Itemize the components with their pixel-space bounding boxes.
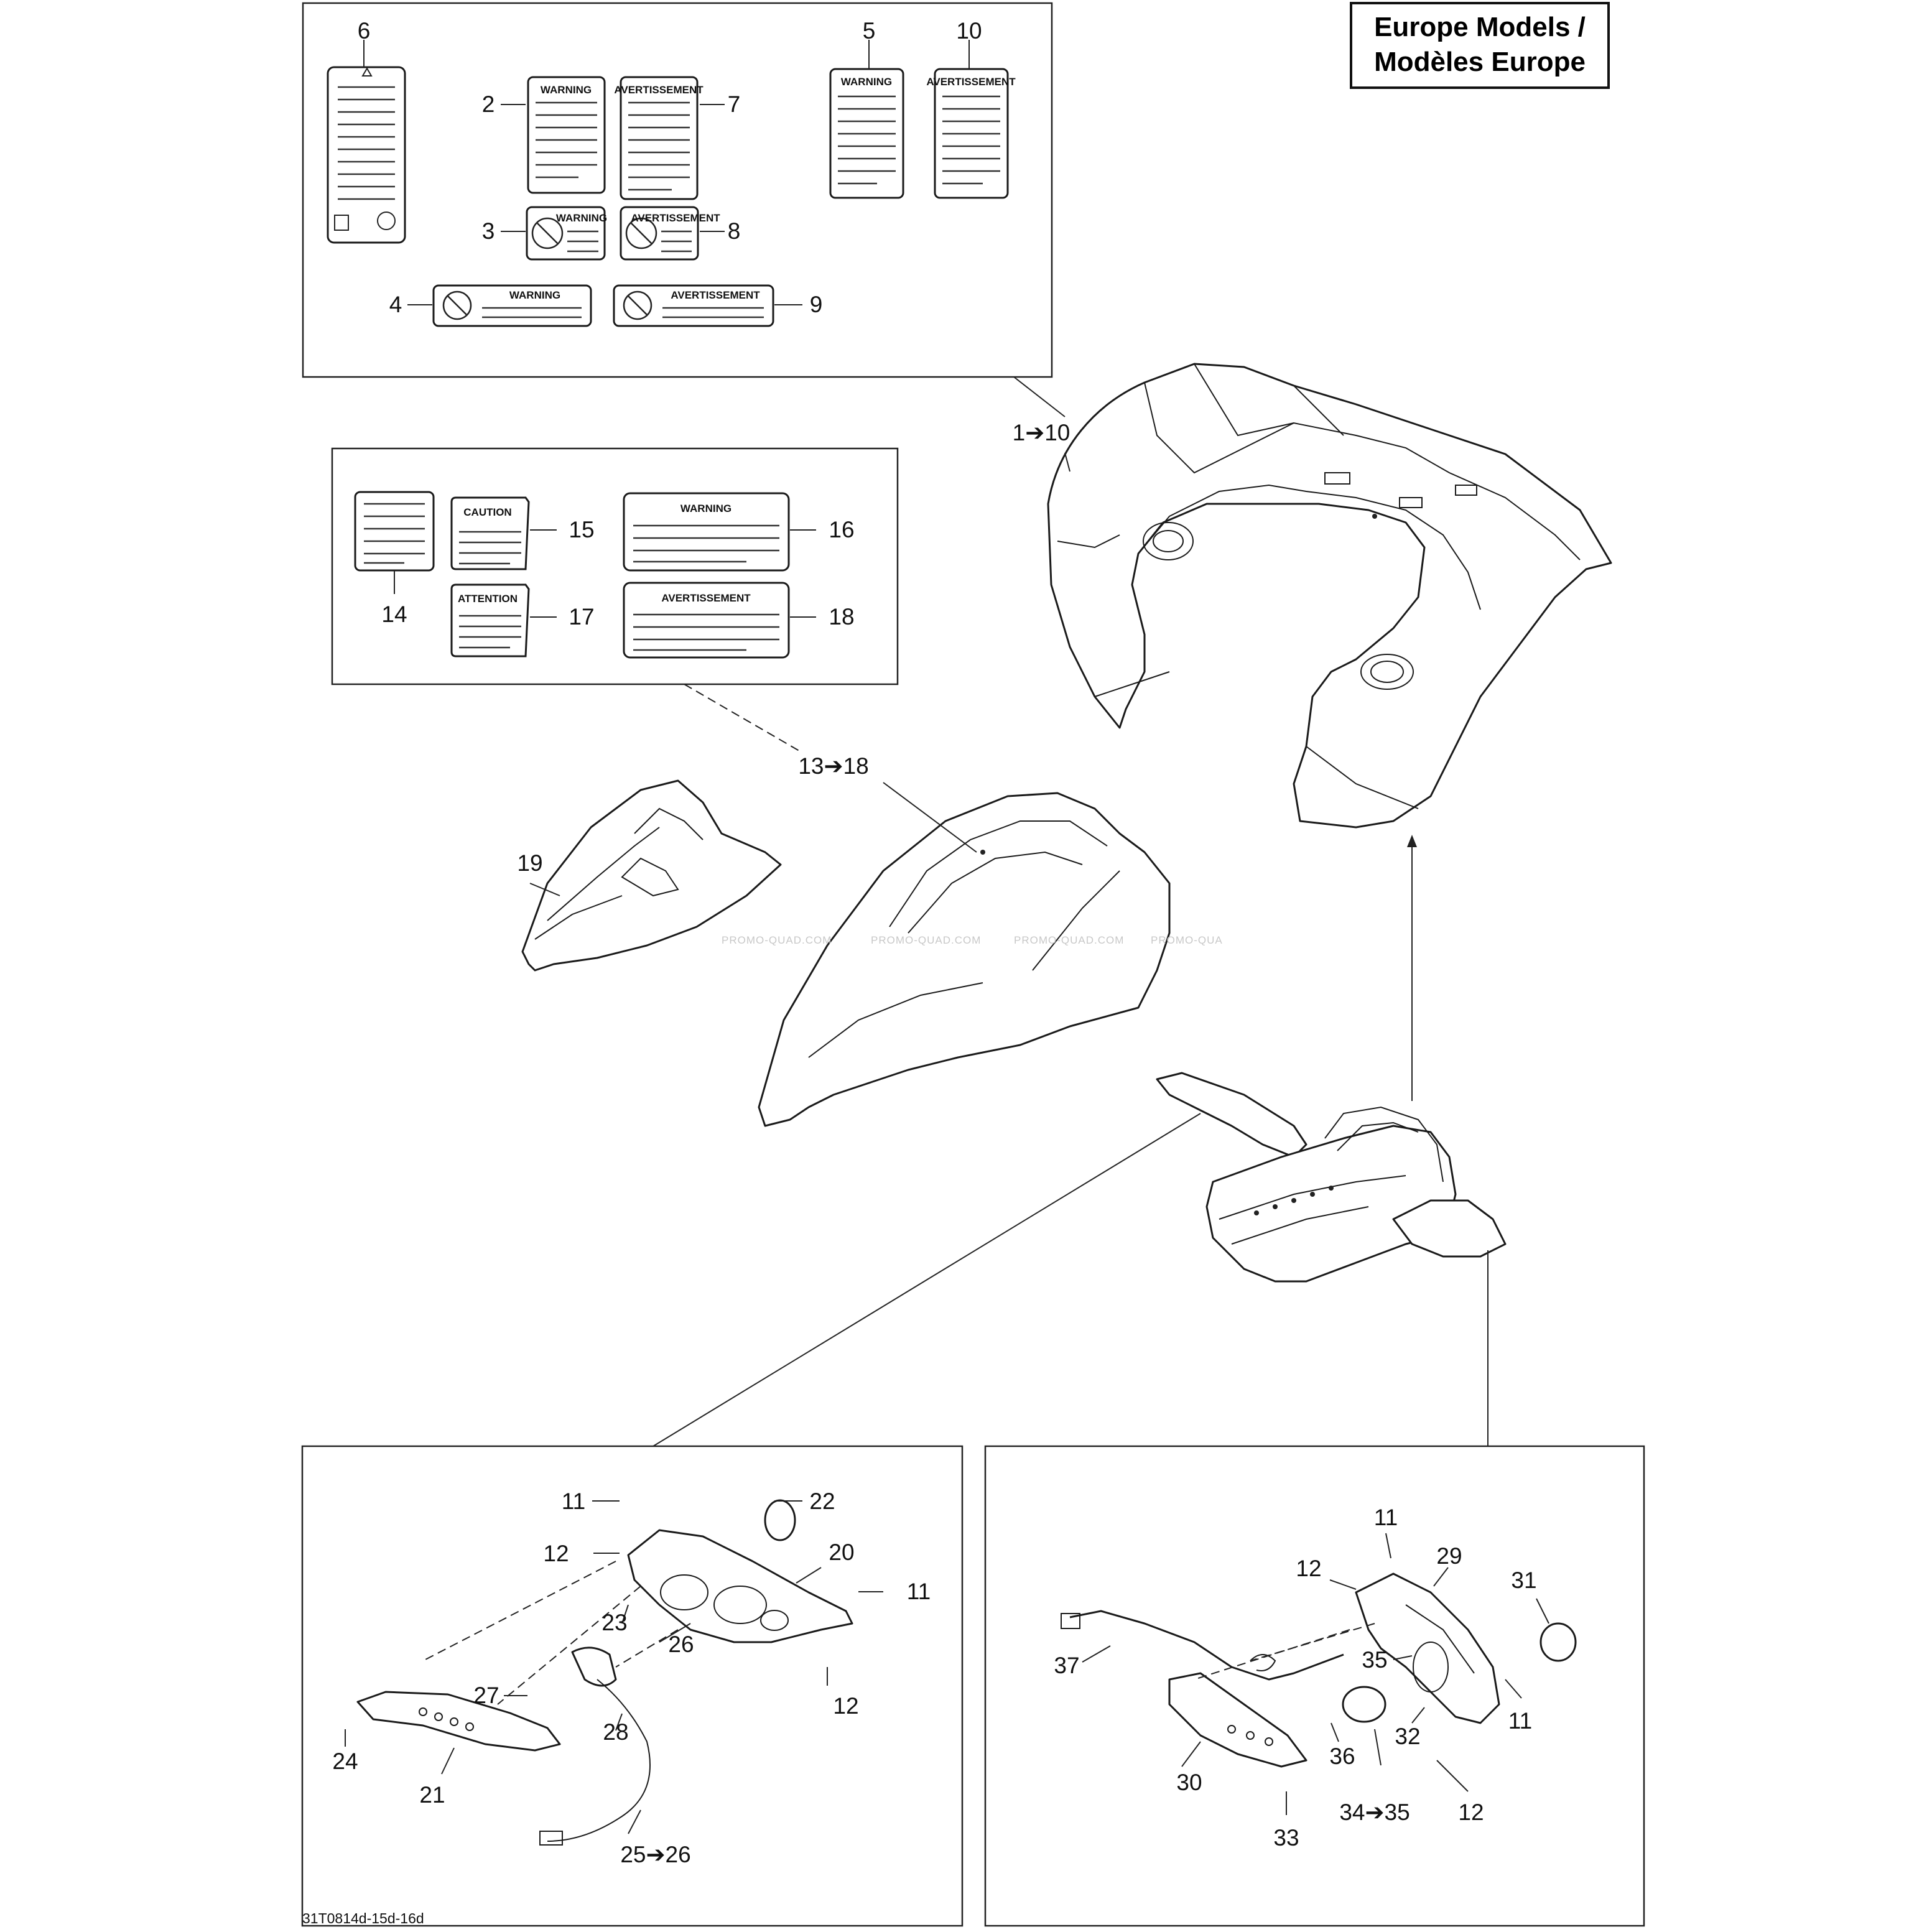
rear-rack-19 (521, 779, 782, 972)
left-callout-28: 28 (603, 1719, 628, 1745)
callout-18: 18 (829, 604, 854, 629)
right-callout-37: 37 (1054, 1653, 1079, 1678)
decal-16: WARNING (623, 492, 790, 572)
right-callout-29: 29 (1436, 1543, 1462, 1569)
decal-4: WARNING (432, 284, 592, 327)
decal-6 (327, 66, 406, 244)
left-callout-11a: 11 (562, 1488, 585, 1514)
decal-set-1-panel: WARNING AVERTISSEMENT W (302, 2, 1053, 378)
left-callout-12a: 12 (543, 1541, 569, 1566)
callout-5: 5 (863, 18, 876, 44)
callout-4: 4 (389, 292, 402, 317)
rear-fender (1047, 363, 1612, 829)
right-callout-33: 33 (1273, 1825, 1299, 1851)
left-callout-24: 24 (332, 1749, 358, 1774)
right-callout-35: 35 (1362, 1647, 1387, 1673)
title-line-2: Modèles Europe (1374, 47, 1586, 77)
decal-3: WARNING (526, 206, 607, 261)
right-callout-32: 32 (1395, 1724, 1420, 1749)
left-callout-22: 22 (809, 1488, 835, 1514)
watermark-2: PROMO-QUAD.COM (871, 934, 981, 946)
callout-13-18: 13➔18 (798, 753, 868, 779)
decal-3-title: WARNING (556, 212, 607, 224)
decal-8-title: AVERTISSEMENT (631, 212, 720, 224)
title-line-1: Europe Models / (1374, 12, 1586, 42)
right-callout-30: 30 (1176, 1770, 1202, 1795)
decal-9: AVERTISSEMENT (613, 284, 774, 327)
left-callout-25-26: 25➔26 (620, 1842, 690, 1867)
watermarks: PROMO-QUAD.COM PROMO-QUAD.COM PROMO-QUAD… (722, 934, 1223, 946)
decal-7-title: AVERTISSEMENT (614, 84, 704, 96)
callout-6: 6 (358, 18, 371, 44)
decal-16-title: WARNING (680, 503, 731, 514)
callout-8: 8 (728, 218, 741, 244)
decal-18-title: AVERTISSEMENT (661, 592, 751, 604)
decal-set-2-panel: CAUTION ATTENTION WARNING AVE (331, 447, 899, 685)
decal-17-title: ATTENTION (458, 593, 518, 605)
left-callout-21: 21 (419, 1782, 445, 1808)
callout-19: 19 (517, 850, 542, 876)
decal-2-title: WARNING (541, 84, 592, 96)
callout-3: 3 (482, 218, 495, 244)
left-callout-27: 27 (473, 1683, 499, 1708)
callout-10: 10 (956, 18, 982, 44)
right-callout-34-35: 34➔35 (1339, 1800, 1410, 1825)
decal-5: WARNING (829, 68, 904, 199)
right-callout-11a: 11 (1374, 1505, 1398, 1530)
watermark-1: PROMO-QUAD.COM (722, 934, 832, 946)
decal-18: AVERTISSEMENT (623, 582, 790, 659)
watermark-4: PROMO-QUA (1151, 934, 1223, 946)
decal-2: WARNING (527, 76, 606, 194)
callout-9: 9 (810, 292, 823, 317)
decal-17: ATTENTION (450, 583, 530, 657)
decal-10-title: AVERTISSEMENT (926, 76, 1016, 88)
callout-14: 14 (381, 601, 407, 627)
decal-10: AVERTISSEMENT (926, 68, 1016, 199)
right-callout-36: 36 (1329, 1744, 1355, 1769)
callout-2: 2 (482, 91, 495, 117)
watermark-3: PROMO-QUAD.COM (1014, 934, 1124, 946)
right-taillight-panel: 11 29 31 12 37 35 11 32 36 30 34➔35 12 3… (984, 1445, 1645, 1927)
decal-14 (354, 491, 435, 572)
right-callout-12b: 12 (1458, 1800, 1484, 1825)
right-callout-31: 31 (1511, 1567, 1536, 1593)
callout-1-10: 1➔10 (1013, 420, 1070, 445)
decal-4-title: WARNING (509, 289, 560, 301)
left-callout-23: 23 (601, 1610, 627, 1635)
decal-5-title: WARNING (841, 76, 892, 88)
right-callout-11b: 11 (1508, 1708, 1532, 1734)
decal-8: AVERTISSEMENT (620, 206, 720, 261)
decal-9-title: AVERTISSEMENT (671, 289, 760, 301)
main-leaders: 1➔10 13➔18 19 (517, 376, 1488, 1447)
left-callout-20: 20 (829, 1540, 854, 1565)
left-taillight-panel: 11 22 12 20 11 23 26 12 27 24 28 21 25➔2… (301, 1445, 964, 1927)
callout-16: 16 (829, 517, 854, 542)
left-callout-11b: 11 (907, 1579, 931, 1604)
callout-17: 17 (569, 604, 594, 629)
decal-7: AVERTISSEMENT (614, 76, 704, 200)
title-box: Europe Models / Modèles Europe (1350, 2, 1610, 89)
left-callout-26: 26 (668, 1632, 694, 1657)
decal-15: CAUTION (450, 496, 530, 570)
callout-15: 15 (569, 517, 594, 542)
fender-shell (758, 792, 1171, 1127)
diagram-code: 31T0814d-15d-16d (302, 1910, 424, 1926)
decal-15-title: CAUTION (463, 506, 511, 518)
callout-7: 7 (728, 91, 741, 117)
left-callout-12b: 12 (833, 1693, 858, 1719)
right-callout-12a: 12 (1296, 1556, 1321, 1581)
rear-frame (1156, 1072, 1507, 1283)
